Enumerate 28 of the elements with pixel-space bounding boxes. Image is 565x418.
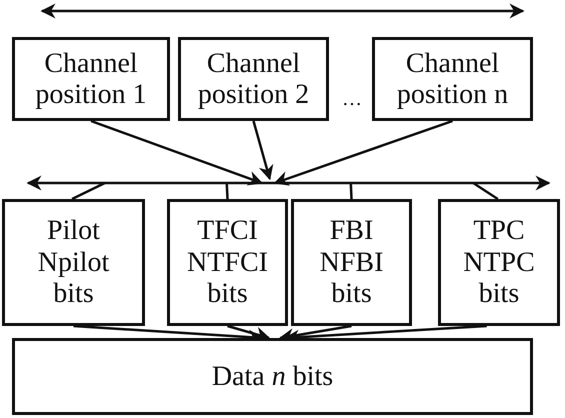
box-text: TPC [473,215,525,247]
box-text: TFCI [197,215,258,247]
process-box [438,199,560,326]
arrow [252,120,274,180]
process-box [167,199,288,326]
box-text: FBI [330,215,374,247]
box-text: Npilot bits [36,246,110,310]
arrow [274,120,453,186]
process-box [178,37,329,121]
box-text: Channel position n [396,48,510,110]
box-text: Channel position 1 [34,48,148,110]
ellipsis-label: … [342,88,362,111]
arrow [90,120,264,186]
process-box [2,199,145,326]
box-text: NTPC bits [462,246,536,310]
connector-line [226,182,229,200]
box-text: Channel position 2 [196,48,310,110]
connector-line [72,182,106,200]
connector-line [350,182,353,200]
box-text: NTFCI bits [186,246,269,310]
process-box [12,37,170,121]
process-box [372,37,533,121]
connector-line [472,182,498,200]
box-text: NFBI bits [318,246,384,310]
box-text: Pilot [47,215,100,247]
process-box [12,338,533,415]
box-text: Data n bits [212,360,334,392]
process-box [291,199,412,326]
